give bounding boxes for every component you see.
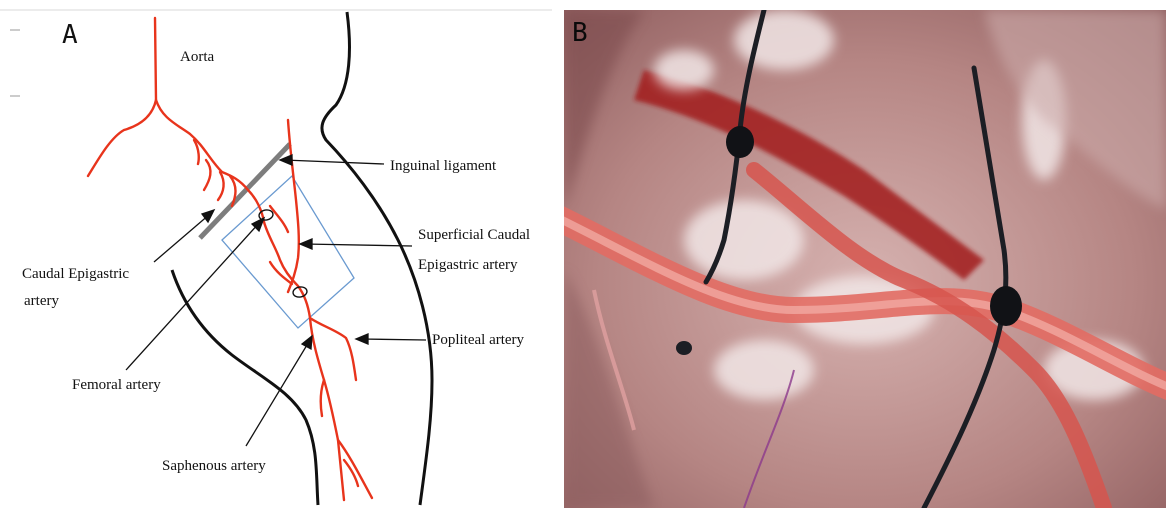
dark-spot [676, 341, 692, 355]
label-aorta: Aorta [180, 48, 214, 67]
suture-knot-proximal [726, 126, 754, 158]
panel-b-photograph: B [564, 10, 1166, 508]
suture-knot-distal [990, 286, 1022, 326]
label-inguinal-ligament: Inguinal ligament [390, 157, 496, 176]
pointer-arrows [126, 155, 426, 446]
surgical-photo [564, 10, 1166, 508]
dissection-box [222, 176, 354, 328]
label-caudal-epigastric-line2: artery [24, 292, 59, 311]
label-caudal-epigastric-line1: Caudal Epigastric [22, 265, 129, 284]
label-saphenous-artery: Saphenous artery [162, 457, 266, 476]
artery-tree [88, 18, 372, 500]
panel-a-schematic: A Aorta Inguinal ligament Superficial Ca… [0, 0, 552, 508]
label-superficial-caudal-line1: Superficial Caudal [418, 226, 530, 245]
body-outline-right [322, 12, 432, 505]
panel-a-letter: A [62, 22, 78, 48]
label-popliteal-artery: Popliteal artery [432, 331, 524, 350]
label-superficial-caudal-line2: Epigastric artery [418, 256, 518, 275]
panel-b-letter: B [572, 20, 588, 46]
anatomy-diagram [0, 0, 552, 508]
label-femoral-artery: Femoral artery [72, 376, 161, 395]
